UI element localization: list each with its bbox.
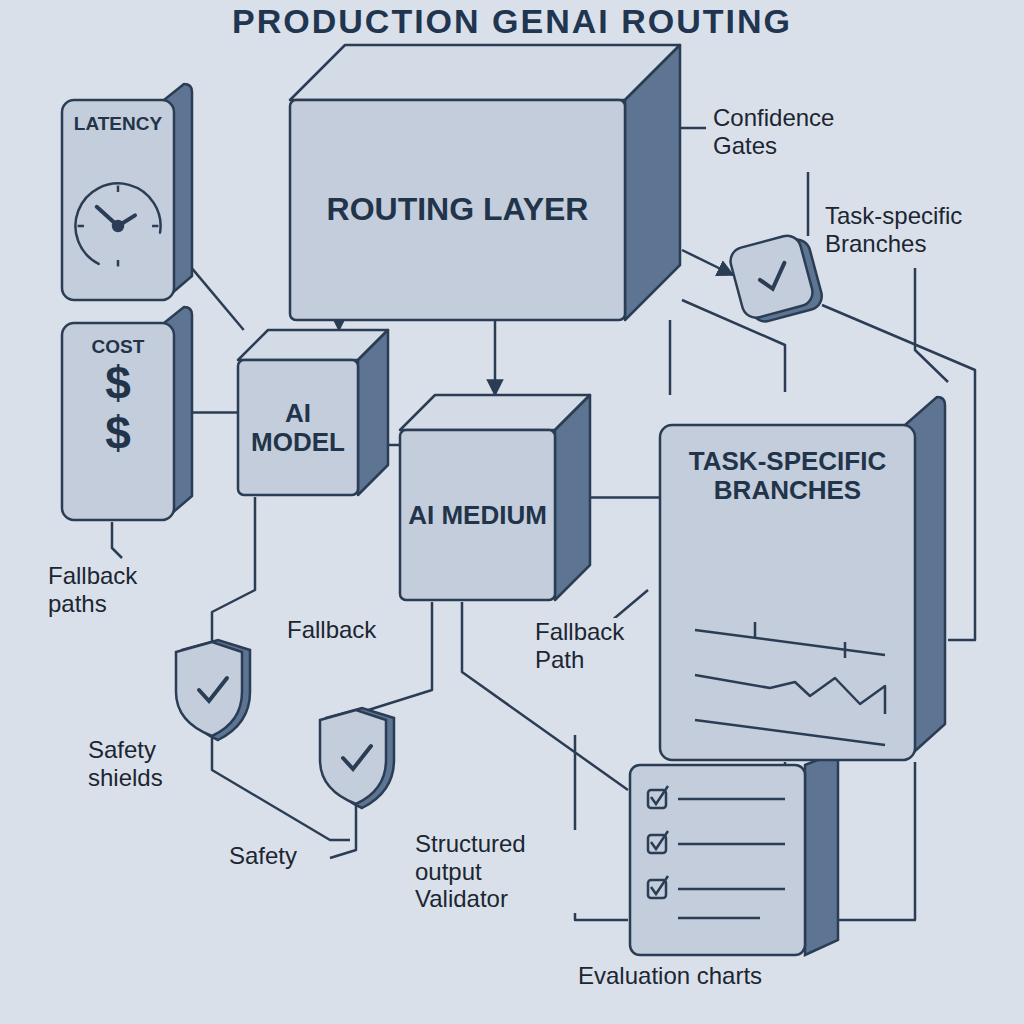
leader-line <box>112 522 122 558</box>
callout-label: Task-specific Branches <box>822 202 1023 257</box>
node-content: AI MEDIUM <box>400 430 555 600</box>
wire <box>838 762 915 920</box>
callout-label: Safety shields <box>85 736 191 791</box>
latency-card: LATENCY <box>62 82 192 300</box>
callout-label: Fallback Path <box>532 618 650 673</box>
connector <box>338 320 341 330</box>
connector <box>192 411 238 414</box>
callout-label: Confidence Gates <box>710 104 891 159</box>
node-outline <box>238 330 388 495</box>
node-symbol: $ <box>105 358 131 409</box>
node-symbol: $ <box>105 408 131 459</box>
node-title: TASK-SPECIFIC BRANCHES <box>682 447 893 504</box>
callout-label: Structured output Validator <box>412 830 578 913</box>
callout-label: Fallback <box>284 616 379 644</box>
confidence-gate <box>727 231 824 327</box>
evaluation-checklist <box>630 752 838 955</box>
wire <box>462 602 628 790</box>
routing-layer: ROUTING LAYER <box>290 45 680 320</box>
wire <box>212 497 255 642</box>
wire <box>822 305 975 640</box>
model-cube: AI MEDIUM <box>400 395 590 600</box>
node-content: AI MODEL <box>238 360 358 495</box>
leader-line <box>330 802 356 858</box>
connector <box>192 268 244 330</box>
wire <box>682 250 733 275</box>
node-title: COST <box>92 337 145 358</box>
leader-line <box>610 590 648 622</box>
node-title: AI MODEL <box>246 399 350 456</box>
safety-shield <box>176 640 250 740</box>
node-content: LATENCY <box>62 100 174 300</box>
leader-line <box>915 268 948 382</box>
cost-card: COST$$ <box>62 305 192 520</box>
safety-shield <box>320 708 394 808</box>
node-content: ROUTING LAYER <box>290 100 625 320</box>
connector <box>388 444 400 447</box>
leader-line <box>625 128 706 160</box>
connector <box>494 320 497 395</box>
callout-label: Evaluation charts <box>575 962 765 990</box>
node-content: TASK-SPECIFIC BRANCHES <box>660 425 915 760</box>
node-outline <box>62 82 192 300</box>
node-outline <box>400 395 590 600</box>
wire <box>362 602 432 712</box>
node-outline <box>62 305 192 520</box>
callout-label: Safety <box>226 842 300 870</box>
branches-panel: TASK-SPECIFIC BRANCHES <box>660 395 945 760</box>
node-title: ROUTING LAYER <box>327 192 589 227</box>
model-cube: AI MODEL <box>238 330 388 495</box>
node-outline <box>290 45 680 320</box>
node-outline <box>660 395 945 760</box>
node-content: COST$$ <box>62 323 174 520</box>
leader-line <box>807 172 810 236</box>
connector <box>669 320 672 395</box>
wire <box>575 735 628 920</box>
connector <box>590 496 660 499</box>
callout-label: Fallback paths <box>45 562 166 617</box>
node-title: LATENCY <box>74 114 162 135</box>
diagram-title: PRODUCTION GENAI ROUTING <box>0 2 1024 41</box>
node-title: AI MEDIUM <box>408 501 547 530</box>
